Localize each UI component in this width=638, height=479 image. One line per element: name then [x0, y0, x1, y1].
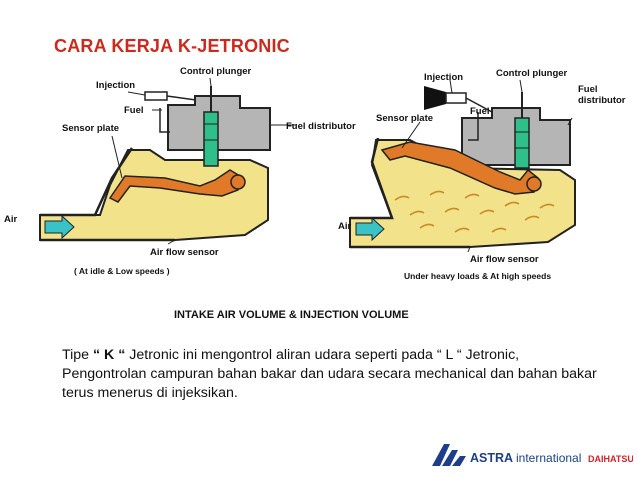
- left-label-injection: Injection: [96, 80, 135, 91]
- description-highlight: “ K “: [93, 347, 126, 363]
- description-paragraph: Tipe “ K “ Jetronic ini mengontrol alira…: [62, 346, 602, 403]
- right-label-injection: Injection: [424, 72, 463, 83]
- right-label-fuel-distributor: Fuel distributor: [578, 84, 626, 106]
- right-control-plunger: [514, 117, 530, 169]
- page-title: CARA KERJA K-JETRONIC: [54, 36, 290, 56]
- description-prefix: Tipe: [62, 347, 94, 363]
- right-label-control-plunger: Control plunger: [496, 68, 568, 79]
- left-label-fuel-distributor: Fuel distributor: [286, 121, 356, 132]
- astra-daihatsu-logo: ASTRA international DAIHATSU: [432, 444, 633, 466]
- left-diagram: Control plunger Injection Fuel Sensor pl…: [4, 66, 356, 276]
- left-label-sensor-plate: Sensor plate: [62, 123, 119, 134]
- left-air-arrow: [44, 214, 75, 240]
- right-label-fuel: Fuel: [470, 106, 490, 117]
- section-heading: INTAKE AIR VOLUME & INJECTION VOLUME: [174, 309, 409, 321]
- right-label-air-flow-sensor: Air flow sensor: [470, 254, 539, 265]
- right-airflow-streaks: [394, 190, 555, 233]
- k-jetronic-diagram: Control plunger Injection Fuel Sensor pl…: [4, 66, 626, 321]
- right-diagram: Injection Control plunger Fuel Fuel dist…: [338, 68, 626, 281]
- left-label-control-plunger: Control plunger: [180, 66, 252, 77]
- logo-word: international: [516, 451, 581, 465]
- right-injector-spray: [424, 86, 446, 110]
- right-label-sensor-plate: Sensor plate: [376, 113, 433, 124]
- left-air-housing: [39, 149, 269, 241]
- right-label-air: Air: [338, 221, 352, 232]
- right-caption: Under heavy loads & At high speeds: [404, 271, 551, 281]
- logo-partner: DAIHATSU: [588, 454, 633, 464]
- left-label-air-flow-sensor: Air flow sensor: [150, 247, 219, 258]
- left-caption: ( At idle & Low speeds ): [74, 266, 170, 276]
- left-control-plunger: [203, 111, 219, 167]
- description-body: Jetronic ini mengontrol aliran udara sep…: [62, 347, 597, 401]
- left-label-fuel: Fuel: [124, 105, 144, 116]
- left-fuel-distributor: [167, 95, 271, 151]
- left-label-air: Air: [4, 214, 18, 225]
- logo-brand: ASTRA: [470, 451, 513, 465]
- right-label-fuel-distributor-line: Fuel: [578, 84, 598, 95]
- right-air-arrow: [355, 216, 385, 242]
- astra-logo-icon: [432, 444, 450, 466]
